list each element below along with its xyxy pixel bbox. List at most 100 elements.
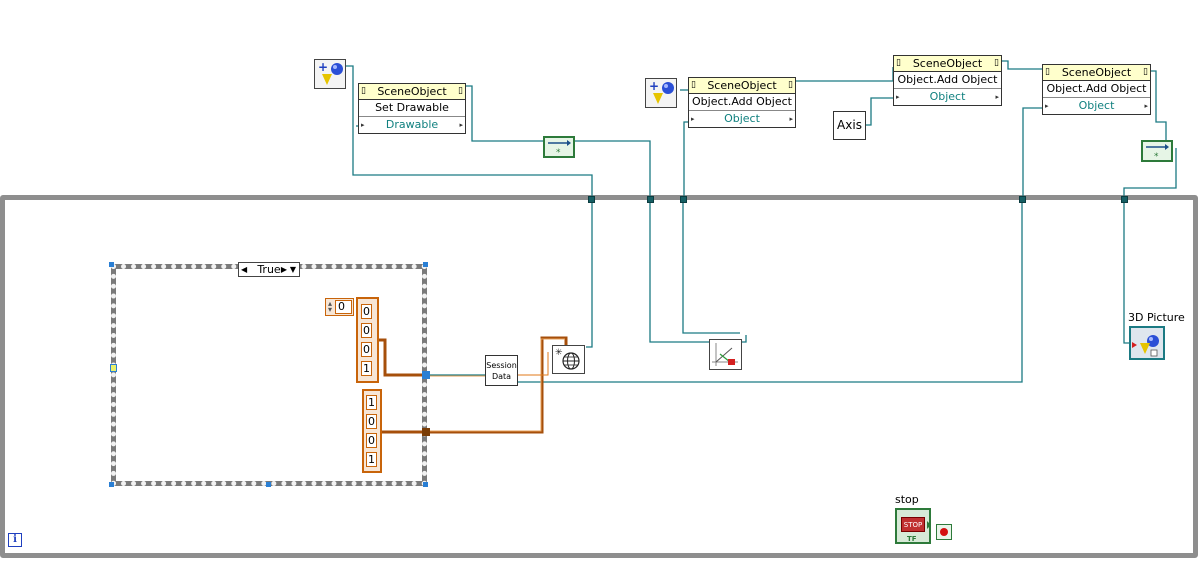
wire bbox=[649, 199, 747, 343]
create-object-icon[interactable]: + bbox=[645, 78, 677, 108]
wire bbox=[866, 97, 893, 126]
add-object-node[interactable]: ▯ SceneObject ▯ Object.Add Object ▸Objec… bbox=[1042, 64, 1151, 115]
picture-label: 3D Picture bbox=[1128, 311, 1185, 324]
param-row[interactable]: ▸Object▸ bbox=[896, 90, 999, 103]
selection-handle[interactable] bbox=[266, 482, 271, 487]
case-value: True bbox=[257, 263, 281, 276]
output-arrow-icon bbox=[927, 521, 931, 529]
loop-tunnel bbox=[1019, 196, 1026, 203]
prev-case-icon[interactable]: ◀ bbox=[241, 265, 248, 274]
svg-text:✳: ✳ bbox=[555, 348, 563, 358]
stop-label: stop bbox=[895, 493, 919, 506]
wire bbox=[346, 65, 593, 198]
array-constant[interactable]: 0 0 0 1 bbox=[356, 297, 379, 383]
axis-constant[interactable]: Axis bbox=[833, 111, 866, 140]
loop-tunnel bbox=[680, 196, 687, 203]
method-row[interactable]: Object.Add Object bbox=[689, 94, 795, 111]
param-label: Object bbox=[1078, 99, 1115, 112]
wire bbox=[1002, 60, 1042, 70]
case-selector-label[interactable]: ◀ True ▶ ▼ bbox=[238, 262, 300, 277]
set-drawable-node[interactable]: ▯ SceneObject ▯ Set Drawable ▸Drawable▸ bbox=[358, 83, 466, 134]
wire bbox=[1022, 107, 1042, 198]
case-dropdown-icon[interactable]: ▼ bbox=[289, 265, 296, 274]
case-tunnel bbox=[422, 371, 430, 379]
session-label: Session bbox=[486, 361, 517, 370]
ref-icon: ▯ bbox=[1045, 67, 1050, 77]
selection-handle[interactable] bbox=[109, 262, 114, 267]
case-tunnel bbox=[422, 428, 430, 436]
selection-handle[interactable] bbox=[423, 482, 428, 487]
wire bbox=[682, 199, 740, 334]
array-element[interactable]: 0 bbox=[366, 433, 377, 448]
wire bbox=[683, 121, 688, 198]
stop-button-terminal[interactable]: STOP TF bbox=[895, 508, 931, 544]
array-index-display[interactable]: ▴▾ 0 bbox=[325, 298, 354, 316]
svg-text:+: + bbox=[318, 60, 328, 74]
wire bbox=[1150, 70, 1167, 140]
next-case-icon[interactable]: ▶ bbox=[280, 265, 287, 274]
array-element[interactable]: 0 bbox=[361, 323, 372, 338]
array-element[interactable]: 1 bbox=[366, 452, 377, 467]
method-row[interactable]: Object.Add Object bbox=[894, 72, 1001, 89]
array-element[interactable]: 1 bbox=[361, 361, 372, 376]
session-label: Data bbox=[491, 372, 512, 381]
ref-out-icon: ▯ bbox=[788, 80, 793, 90]
wire bbox=[1123, 199, 1130, 344]
case-selector-terminal[interactable] bbox=[110, 364, 117, 372]
param-label: Drawable bbox=[385, 118, 439, 131]
index-value: 0 bbox=[335, 300, 352, 314]
wire bbox=[466, 85, 651, 198]
3d-picture-terminal[interactable] bbox=[1129, 326, 1165, 360]
loop-tunnel bbox=[588, 196, 595, 203]
boolean-type-label: TF bbox=[907, 535, 917, 543]
method-label: Object.Add Object bbox=[897, 73, 998, 86]
while-loop-structure[interactable] bbox=[0, 195, 1198, 558]
wire bbox=[426, 336, 568, 434]
to-more-specific-class-icon[interactable]: * bbox=[1141, 140, 1173, 162]
array-element[interactable]: 0 bbox=[366, 414, 377, 429]
method-row[interactable]: Set Drawable bbox=[359, 100, 465, 117]
ref-out-icon: ▯ bbox=[458, 86, 463, 96]
stop-condition-icon bbox=[940, 528, 948, 536]
array-constant[interactable]: 1 0 0 1 bbox=[362, 389, 382, 473]
param-row[interactable]: ▸Drawable▸ bbox=[361, 118, 463, 131]
wire bbox=[586, 199, 593, 348]
array-element[interactable]: 0 bbox=[361, 342, 372, 357]
translate-object-icon[interactable] bbox=[709, 339, 742, 370]
method-label: Set Drawable bbox=[375, 101, 449, 114]
param-row[interactable]: ▸Object▸ bbox=[1045, 99, 1148, 112]
method-row[interactable]: Object.Add Object bbox=[1043, 81, 1150, 98]
increment-icon[interactable]: ▴▾ bbox=[328, 299, 333, 314]
stop-button-face: STOP bbox=[901, 517, 925, 532]
wire bbox=[518, 199, 1023, 383]
array-element[interactable]: 0 bbox=[361, 304, 372, 319]
wire bbox=[518, 352, 549, 376]
ref-out-icon: ▯ bbox=[994, 58, 999, 68]
ref-out-icon: ▯ bbox=[1143, 67, 1148, 77]
selection-handle[interactable] bbox=[109, 482, 114, 487]
iteration-terminal: i bbox=[8, 533, 22, 547]
ref-icon: ▯ bbox=[896, 58, 901, 68]
add-object-node[interactable]: ▯ SceneObject ▯ Object.Add Object ▸Objec… bbox=[893, 55, 1002, 106]
ref-icon: ▯ bbox=[361, 86, 366, 96]
ref-icon: ▯ bbox=[691, 80, 696, 90]
param-label: Object bbox=[724, 112, 760, 125]
param-row[interactable]: ▸Object▸ bbox=[691, 112, 793, 125]
to-more-specific-class-icon[interactable]: * bbox=[543, 136, 575, 158]
wire bbox=[1123, 148, 1177, 198]
array-element[interactable]: 1 bbox=[366, 395, 377, 410]
node-class-label: SceneObject bbox=[1061, 66, 1132, 79]
create-object-icon[interactable]: + bbox=[314, 59, 346, 89]
node-class-label: SceneObject bbox=[707, 79, 777, 92]
svg-text:*: * bbox=[556, 148, 561, 156]
add-object-node[interactable]: ▯ SceneObject ▯ Object.Add Object ▸Objec… bbox=[688, 77, 796, 128]
svg-text:+: + bbox=[649, 79, 659, 93]
loop-tunnel bbox=[1121, 196, 1128, 203]
svg-text:*: * bbox=[1154, 152, 1159, 160]
loop-tunnel bbox=[647, 196, 654, 203]
selection-handle[interactable] bbox=[423, 262, 428, 267]
wire bbox=[796, 67, 894, 82]
loop-condition-terminal[interactable] bbox=[936, 524, 952, 540]
set-transformation-icon[interactable]: ✳ bbox=[552, 345, 585, 374]
session-data-node[interactable]: Session Data bbox=[485, 355, 518, 386]
